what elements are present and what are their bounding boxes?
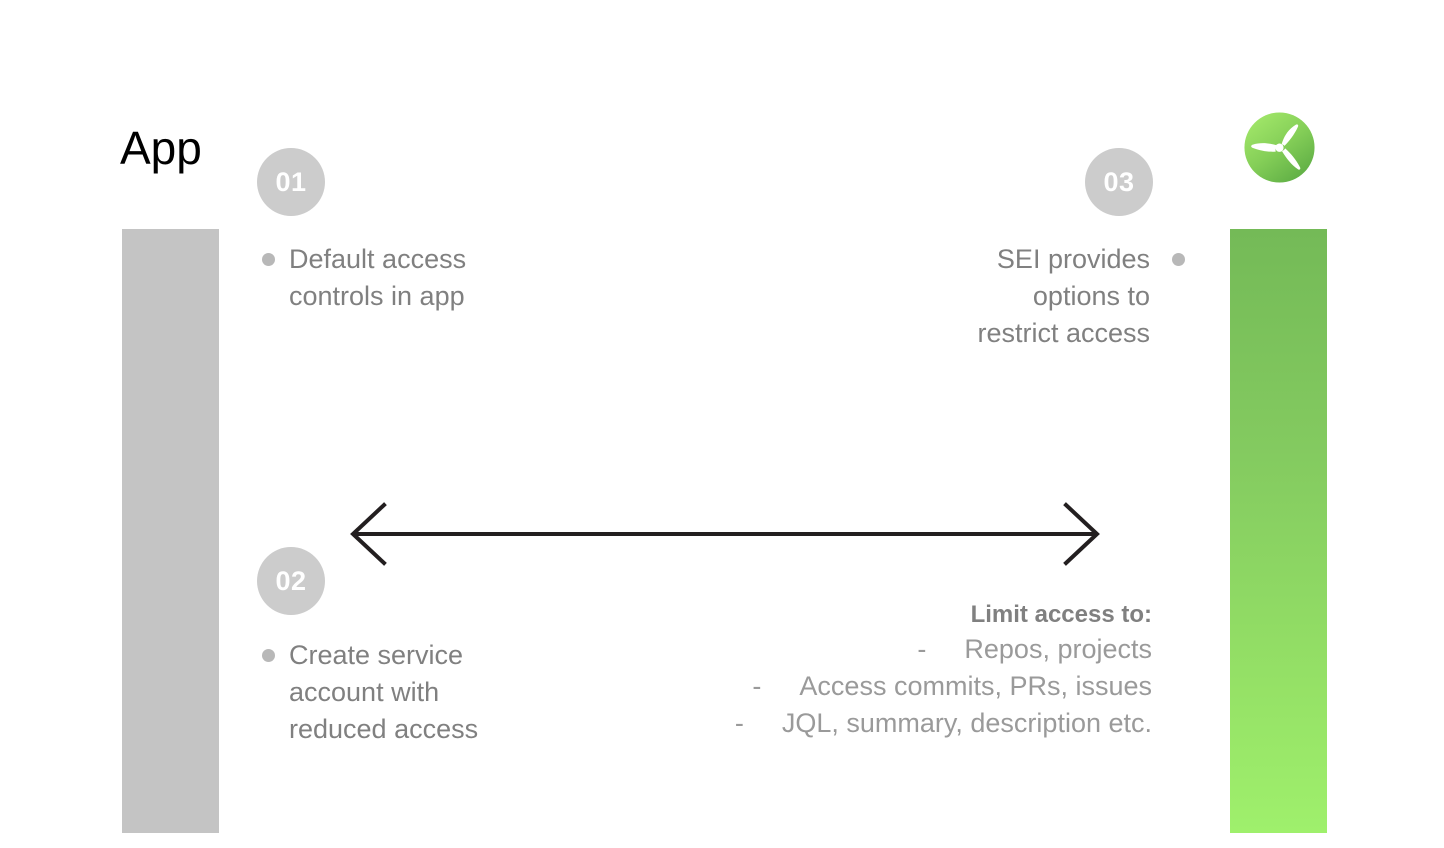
bullet-dot-icon-02 <box>262 649 275 662</box>
step-badge-03: 03 <box>1085 148 1153 216</box>
list-dash-icon: - <box>752 671 762 701</box>
step-text-01: Default access controls in app <box>289 244 467 311</box>
bullet-dot-icon-03 <box>1172 253 1185 266</box>
step-text-02: Create service account with reduced acce… <box>289 640 479 744</box>
limit-access-item-label: JQL, summary, description etc. <box>781 708 1152 738</box>
page-title: App <box>120 122 202 174</box>
limit-access-item-label: Repos, projects <box>964 634 1152 664</box>
left-gray-bar <box>122 229 219 833</box>
right-green-bar <box>1230 229 1327 833</box>
propeller-logo-icon <box>1243 111 1316 184</box>
step-text-03: SEI provides options to restrict access <box>977 244 1150 348</box>
limit-access-item-label: Access commits, PRs, issues <box>799 671 1152 701</box>
list-dash-icon: - <box>734 708 744 738</box>
limit-access-block: Limit access to: - Repos, projects - Acc… <box>640 598 1152 742</box>
step-badge-01: 01 <box>257 148 325 216</box>
bullet-dot-icon-01 <box>262 253 275 266</box>
limit-access-heading: Limit access to: <box>970 601 1152 628</box>
limit-access-item: - JQL, summary, description etc. <box>640 705 1152 742</box>
limit-access-item: - Repos, projects <box>640 631 1152 668</box>
double-headed-arrow-icon <box>350 502 1100 566</box>
limit-access-item: - Access commits, PRs, issues <box>640 668 1152 705</box>
list-dash-icon: - <box>917 634 927 664</box>
step-badge-02: 02 <box>257 547 325 615</box>
